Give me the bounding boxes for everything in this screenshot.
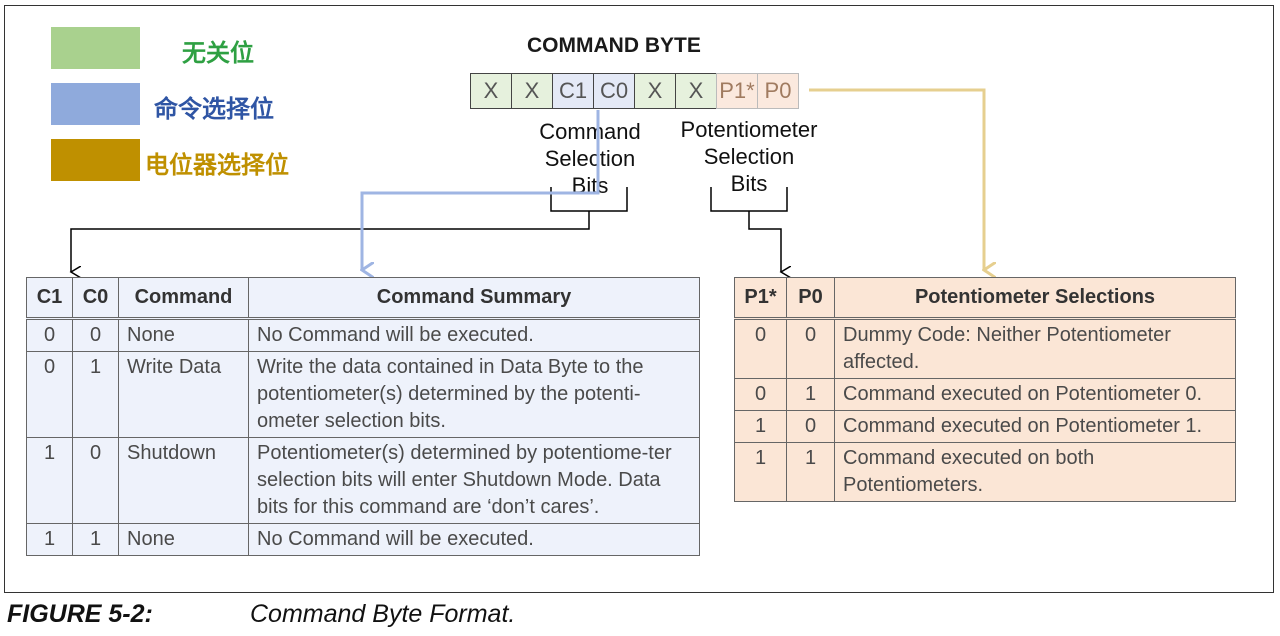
command-bits-brace [550, 187, 628, 212]
cell-c0: 1 [72, 523, 119, 556]
header-c1: C1 [26, 277, 73, 319]
table-header-row: P1* P0 Potentiometer Selections [734, 277, 1236, 319]
figure-frame [4, 5, 1274, 593]
bit-3: X [634, 73, 676, 109]
header-p1: P1* [734, 277, 787, 319]
cell-p1: 1 [734, 410, 787, 443]
potentiometer-bits-caption: Potentiometer Selection Bits [668, 116, 830, 197]
command-bits-caption-line: Command [539, 119, 641, 144]
command-bits-caption: Command Selection Bits [520, 118, 660, 199]
command-byte-title: COMMAND BYTE [527, 34, 701, 57]
table-row: 0 1 Command executed on Potentiometer 0. [734, 378, 1236, 411]
cell-command: None [118, 523, 249, 556]
command-byte-bits: X X C1 C0 X X P1* P0 [470, 73, 799, 109]
cell-summary: Write the data contained in Data Byte to… [248, 351, 700, 438]
cell-selection: Dummy Code: Neither Potentiometer affect… [834, 318, 1236, 379]
cell-p1: 0 [734, 378, 787, 411]
cell-p1: 0 [734, 318, 787, 379]
potentiometer-table: P1* P0 Potentiometer Selections 0 0 Dumm… [734, 277, 1236, 502]
cell-c1: 0 [26, 318, 73, 352]
cell-p1: 1 [734, 442, 787, 502]
cell-summary: Potentiometer(s) determined by potentiom… [248, 437, 700, 524]
cell-c0: 1 [72, 351, 119, 438]
cell-p0: 1 [786, 442, 835, 502]
potentiometer-bits-caption-line: Bits [730, 171, 768, 196]
figure-number: FIGURE 5-2: [7, 600, 153, 628]
cell-c0: 0 [72, 437, 119, 524]
cell-p0: 0 [786, 410, 835, 443]
potentiometer-selection-arrow [809, 88, 984, 270]
cell-c1: 1 [26, 437, 73, 524]
header-p0: P0 [786, 277, 835, 319]
potentiometer-bits-caption-line: Potentiometer [680, 117, 818, 142]
table-row: 1 0 Shutdown Potentiometer(s) determined… [26, 437, 700, 524]
legend-label-potentiometer: 电位器选择位 [145, 151, 289, 179]
cell-command: Shutdown [118, 437, 249, 524]
cell-summary: No Command will be executed. [248, 318, 700, 352]
table-row: 1 1 None No Command will be executed. [26, 523, 700, 556]
command-bits-caption-line: Selection [544, 146, 636, 171]
bit-0: P0 [757, 73, 799, 109]
potentiometer-bits-caption-line: Selection [703, 144, 795, 169]
bit-2: X [675, 73, 717, 109]
cell-c1: 1 [26, 523, 73, 556]
cell-selection: Command executed on Potentiometer 1. [834, 410, 1236, 443]
potentiometer-bits-brace [710, 187, 788, 212]
cell-c1: 0 [26, 351, 73, 438]
header-command-summary: Command Summary [248, 277, 700, 319]
figure-title: Command Byte Format. [250, 600, 516, 628]
command-table: C1 C0 Command Command Summary 0 0 None N… [26, 277, 700, 556]
legend-swatch-dont-care [51, 27, 140, 69]
cell-p0: 0 [786, 318, 835, 379]
legend-label-command: 命令选择位 [154, 95, 274, 123]
table-header-row: C1 C0 Command Command Summary [26, 277, 700, 319]
command-summary-arrow [362, 110, 600, 270]
legend-label-dont-care: 无关位 [182, 39, 254, 67]
header-command: Command [118, 277, 249, 319]
cell-command: None [118, 318, 249, 352]
legend-swatch-potentiometer [51, 139, 140, 181]
table-row: 0 1 Write Data Write the data contained … [26, 351, 700, 438]
cell-selection: Command executed on both Potentiometers. [834, 442, 1236, 502]
table-row: 1 1 Command executed on both Potentiomet… [734, 442, 1236, 502]
cell-selection: Command executed on Potentiometer 0. [834, 378, 1236, 411]
potentiometer-bits-leader [748, 211, 781, 272]
command-bits-leader [71, 211, 590, 272]
bit-5: C1 [552, 73, 594, 109]
header-potentiometer-selections: Potentiometer Selections [834, 277, 1236, 319]
table-row: 0 0 None No Command will be executed. [26, 318, 700, 352]
legend-swatch-command [51, 83, 140, 125]
cell-c0: 0 [72, 318, 119, 352]
cell-command: Write Data [118, 351, 249, 438]
bit-1: P1* [716, 73, 758, 109]
table-row: 0 0 Dummy Code: Neither Potentiometer af… [734, 318, 1236, 379]
bit-4: C0 [593, 73, 635, 109]
header-c0: C0 [72, 277, 119, 319]
table-row: 1 0 Command executed on Potentiometer 1. [734, 410, 1236, 443]
cell-summary: No Command will be executed. [248, 523, 700, 556]
cell-p0: 1 [786, 378, 835, 411]
